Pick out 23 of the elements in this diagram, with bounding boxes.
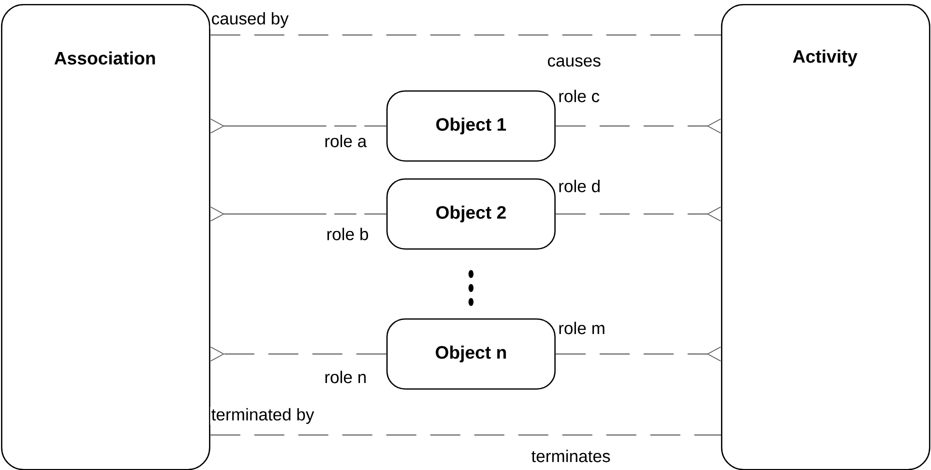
connector [210,118,387,134]
connector [210,434,722,436]
entity-box: Association [1,4,210,470]
connector [555,346,721,362]
connector [555,118,721,134]
role-label: role b [325,226,370,242]
role-label: role d [557,178,602,194]
connector [210,346,387,362]
connector [210,206,387,222]
role-label: causes [548,57,600,67]
role-label: role m [557,320,606,336]
entity-box: Activity [721,4,930,470]
object-box: Object 1 [386,90,556,162]
role-label: terminated by [210,407,316,425]
role-label: role c [557,88,601,104]
role-label: terminates [531,450,610,462]
connector [555,206,721,222]
role-label: caused by [210,11,290,29]
role-label: role a [323,134,368,148]
object-box: Object n [386,318,556,390]
object-box: Object 2 [386,178,556,250]
role-label: role n [323,370,368,384]
connector [210,34,722,36]
